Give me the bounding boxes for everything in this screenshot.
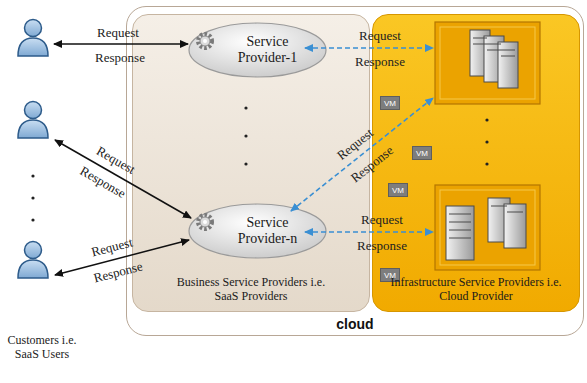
vm-request-arrow (291, 48, 433, 232)
vm-label: VM (416, 149, 428, 158)
vm-box: VM (388, 183, 408, 197)
actor-label: Customers i.e. SaaS Users (0, 333, 86, 361)
customer-icon (18, 20, 48, 57)
vm-label: VM (384, 271, 396, 280)
server-box (435, 185, 540, 270)
message-label: Response (95, 50, 145, 65)
provider-label: Service Provider-1 (230, 34, 306, 66)
message-label: Request (97, 25, 139, 40)
ellipsis-dots (31, 106, 488, 221)
customer-icon (18, 102, 48, 139)
vm-box: VM (412, 146, 432, 160)
message-label: Request (361, 212, 403, 227)
panel-label: Infrastructure Service Providers i.e. Cl… (382, 275, 570, 303)
customer-icon (18, 242, 48, 279)
vm-label: VM (384, 99, 396, 108)
provider-label: Service Provider-n (230, 215, 306, 247)
region-label: cloud (336, 316, 373, 332)
request-response-arrow (54, 44, 191, 275)
server-box (435, 22, 540, 104)
message-label: Response (355, 54, 405, 69)
vm-label: VM (392, 186, 404, 195)
panel-label: Business Service Providers i.e. SaaS Pro… (171, 275, 331, 303)
saas-provider-panel: Business Service Providers i.e. SaaS Pro… (132, 14, 370, 312)
message-label: Response (357, 238, 407, 253)
service-provider-ellipse: Service Provider-n (188, 203, 327, 259)
vm-box: VM (380, 96, 400, 110)
message-label: Request (359, 28, 401, 43)
service-provider-ellipse: Service Provider-1 (188, 22, 327, 78)
